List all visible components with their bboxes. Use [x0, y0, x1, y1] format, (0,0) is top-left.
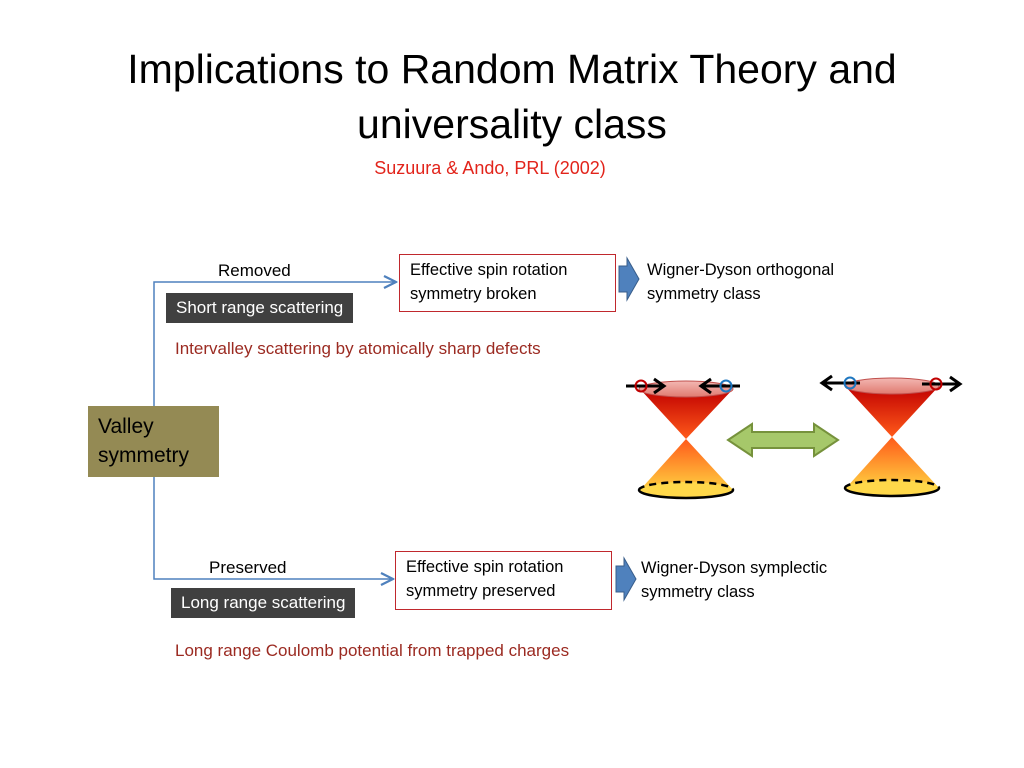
connector-top	[153, 282, 396, 406]
title-line-2: universality class	[357, 101, 667, 147]
title-line-1: Implications to Random Matrix Theory and	[127, 46, 897, 92]
citation: Suzuura & Ando, PRL (2002)	[374, 158, 606, 178]
valley-line-1: Valley	[98, 415, 154, 438]
preserved-line-2: symmetry preserved	[406, 582, 556, 600]
slide-title: Implications to Random Matrix Theory and…	[0, 42, 1024, 152]
spin-symmetry-preserved-box: Effective spin rotation symmetry preserv…	[395, 551, 612, 610]
dirac-cone-left	[626, 377, 740, 500]
dirac-cone-right	[819, 374, 963, 498]
double-arrow	[726, 422, 840, 458]
symplectic-line-2: symmetry class	[641, 583, 755, 601]
orthogonal-class-text: Wigner-Dyson orthogonal symmetry class	[647, 258, 834, 306]
block-arrow-bottom	[615, 556, 637, 602]
preserved-label: Preserved	[209, 558, 287, 577]
intervalley-note: Intervalley scattering by atomically sha…	[175, 339, 541, 358]
broken-line-1: Effective spin rotation	[410, 261, 568, 279]
orthogonal-line-2: symmetry class	[647, 285, 761, 303]
spin-symmetry-broken-box: Effective spin rotation symmetry broken	[399, 254, 616, 312]
preserved-line-1: Effective spin rotation	[406, 558, 564, 576]
removed-label: Removed	[218, 261, 291, 280]
symplectic-class-text: Wigner-Dyson symplectic symmetry class	[641, 556, 827, 604]
broken-line-2: symmetry broken	[410, 285, 537, 303]
long-range-scattering-box: Long range scattering	[171, 588, 356, 618]
block-arrow-top	[618, 256, 640, 302]
connector-lines	[153, 282, 396, 579]
symplectic-line-1: Wigner-Dyson symplectic	[641, 559, 828, 577]
valley-line-2: symmetry	[98, 444, 189, 467]
orthogonal-line-1: Wigner-Dyson orthogonal	[647, 261, 835, 279]
valley-symmetry-box: Valley symmetry	[88, 406, 219, 477]
connector-bottom	[153, 477, 393, 579]
coulomb-note: Long range Coulomb potential from trappe…	[175, 641, 570, 660]
short-range-scattering-box: Short range scattering	[166, 293, 354, 323]
